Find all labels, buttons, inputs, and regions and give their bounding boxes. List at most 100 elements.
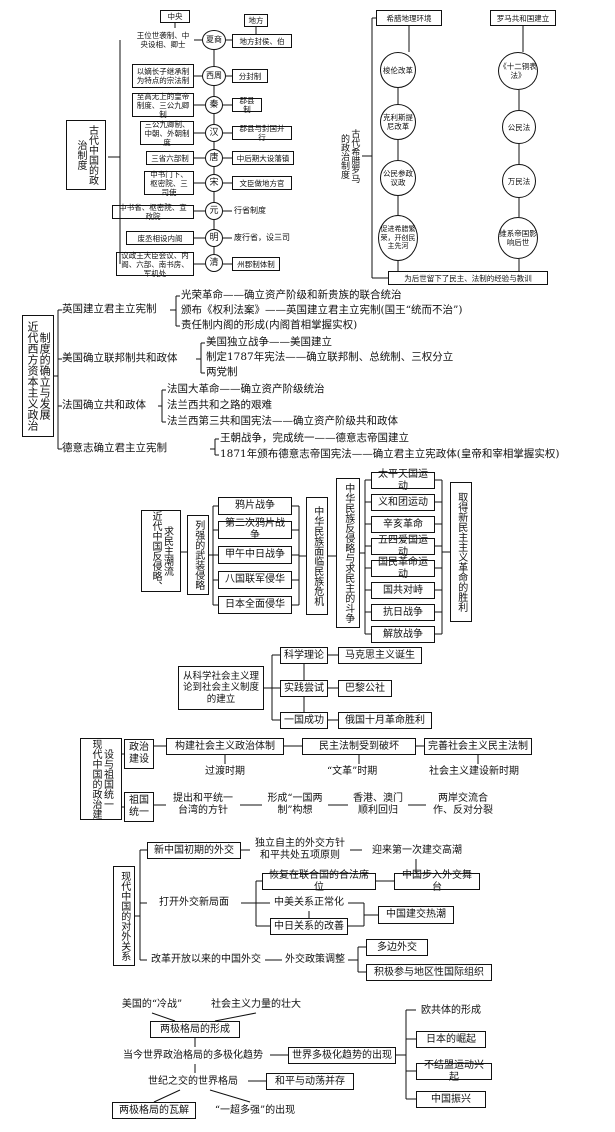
socialism-result: 巴黎公社 bbox=[338, 680, 392, 697]
unification-item: 香港、澳门顺利回归 bbox=[348, 790, 408, 820]
rise-item: 欧共体的形成 bbox=[416, 1002, 486, 1019]
foreign-item: 中美关系正常化 bbox=[270, 894, 348, 911]
dynasty-node: 宋 bbox=[205, 174, 223, 192]
struggle-label: 中华民族反侵略与求民主的斗争 bbox=[336, 478, 360, 628]
local-item: 行省制度 bbox=[234, 206, 266, 215]
foreign-period: 新中国初期的外交 bbox=[147, 842, 241, 859]
rise-item: 中国振兴 bbox=[416, 1091, 486, 1108]
western-title: 近代西方资本主义政治制度的确立与发展 bbox=[22, 315, 54, 437]
event-item: 义和团运动 bbox=[371, 494, 435, 511]
foreign-period: 改革开放以来的中国外交 bbox=[147, 951, 265, 968]
central-item: 废丞相设内阁 bbox=[126, 231, 194, 245]
row-label: 政治建设 bbox=[124, 739, 154, 769]
construction-item: 民主法制受到破坏 bbox=[302, 738, 416, 755]
foreign-item: 外交政策调整 bbox=[282, 951, 348, 968]
rome-step: 维系帝国影响后世 bbox=[498, 217, 538, 259]
world-node: 美国的“冷战” bbox=[114, 996, 190, 1013]
socialism-result: 俄国十月革命胜利 bbox=[338, 712, 432, 729]
revolution-result: 取得新民主主义革命的胜利 bbox=[450, 482, 472, 622]
central-item: 议政王大臣会议、内阁、六部、南书房、军机处 bbox=[116, 251, 194, 278]
foreign-item: 恢复在联合国的合法席位 bbox=[262, 870, 376, 893]
central-item: 至高无上的皇帝制度、三公九卿制 bbox=[132, 92, 194, 119]
construction-item: 构建社会主义政治体制 bbox=[166, 738, 284, 755]
construction-title: 现代中国的政治建设与祖国统一 bbox=[80, 738, 122, 820]
foreign-item: 中日关系的改善 bbox=[270, 918, 348, 935]
greece-step: 公民参政议政 bbox=[380, 160, 416, 196]
local-item: 郡县制 bbox=[232, 96, 262, 114]
ancient-china-title: 古代中国的政治制度 bbox=[66, 120, 106, 190]
world-node: 世纪之交的世界格局 bbox=[138, 1073, 248, 1090]
socialism-stage: 科学理论 bbox=[280, 647, 328, 664]
war-item: 日本全面侵华 bbox=[218, 596, 292, 614]
group-label: 英国建立君主立宪制 bbox=[62, 303, 157, 315]
rome-step: 万民法 bbox=[502, 164, 536, 198]
group-item: 美国独立战争——美国建立 bbox=[206, 336, 332, 348]
greece-head: 希腊地理环境 bbox=[376, 10, 442, 26]
rome-step: 《十二铜表法》 bbox=[498, 52, 538, 90]
local-item: 文臣做地方官 bbox=[232, 176, 292, 190]
foreign-item: 积极参与地区性国际组织 bbox=[366, 964, 492, 981]
war-item: 八国联军侵华 bbox=[218, 571, 292, 589]
dynasty-node: 汉 bbox=[205, 124, 223, 142]
socialism-stage: 一国成功 bbox=[280, 712, 328, 729]
world-node: “一超多强”的出现 bbox=[206, 1102, 304, 1119]
world-node: 当今世界政治格局的多极化趋势 bbox=[116, 1047, 270, 1064]
foreign-period: 打开外交新局面 bbox=[147, 894, 241, 911]
foreign-item: 多边外交 bbox=[366, 939, 428, 956]
event-item: 五四爱国运动 bbox=[371, 535, 435, 558]
central-item: 三省六部制 bbox=[146, 151, 194, 165]
greece-step: 促进希腊繁荣，开创民主先河 bbox=[378, 215, 418, 261]
foreign-item: 独立自主的外交方针和平共处五项原则 bbox=[250, 836, 350, 864]
event-item: 抗日战争 bbox=[371, 604, 435, 621]
group-item: 法兰西共和之路的艰难 bbox=[167, 399, 272, 411]
greece-rome-bottom: 为后世留下了民主、法制的经验与教训 bbox=[388, 271, 548, 285]
crisis-label: 中华民族面临民族危机 bbox=[306, 497, 328, 615]
group-item: 王朝战争，完成统一——德意志帝国建立 bbox=[220, 432, 409, 444]
group-label: 德意志确立君主立宪制 bbox=[62, 442, 167, 454]
invasion-label: 列强的武装侵略 bbox=[187, 515, 209, 595]
group-item: 光荣革命——确立资产阶级和新贵族的联合统治 bbox=[181, 289, 402, 301]
period-label: “文革”时期 bbox=[327, 766, 378, 777]
foreign-item: 中国步入外交舞台 bbox=[394, 870, 480, 893]
world-node: 社会主义力量的壮大 bbox=[206, 996, 306, 1013]
central-item: 中书省、枢密院、宣政院 bbox=[112, 203, 194, 221]
unification-item: 形成“一国两制”构想 bbox=[262, 790, 328, 820]
foreign-title: 现代中国的对外关系 bbox=[113, 866, 135, 966]
local-item: 分封制 bbox=[232, 69, 268, 83]
event-item: 太平天国运动 bbox=[371, 469, 435, 492]
group-item: 1871年颁布德意志帝国宪法——确立君主立宪政体(皇帝和宰相掌握实权) bbox=[220, 448, 560, 460]
unification-item: 两岸交流合作、反对分裂 bbox=[426, 790, 500, 820]
local-item: 废行省，设三司 bbox=[234, 233, 290, 242]
foreign-item: 中国建交热潮 bbox=[378, 906, 454, 924]
group-item: 颁布《权利法案》——英国建立君主立宪制(国王“统而不治”) bbox=[181, 304, 463, 316]
event-item: 国民革命运动 bbox=[371, 557, 435, 580]
greece-step: 克利斯提尼改革 bbox=[380, 104, 416, 140]
central-item: 以嫡长子继承制为特点的宗法制 bbox=[132, 64, 194, 88]
group-item: 两党制 bbox=[206, 366, 238, 378]
period-label: 过渡时期 bbox=[205, 766, 245, 777]
dynasty-node: 秦 bbox=[205, 96, 223, 114]
event-item: 解放战争 bbox=[371, 626, 435, 643]
greece-rome-title: 古代希腊罗马的政治制度 bbox=[336, 125, 362, 187]
central-item: 三公九卿制、中朝、外朝制度 bbox=[140, 120, 194, 147]
world-node: 世界多极化趋势的出现 bbox=[288, 1047, 396, 1064]
dynasty-node: 唐 bbox=[205, 149, 223, 167]
group-item: 法国大革命——确立资产阶级统治 bbox=[167, 383, 325, 395]
local-item: 中后期大设藩镇 bbox=[232, 151, 294, 165]
group-label: 美国确立联邦制共和政体 bbox=[62, 352, 178, 364]
world-node: 和平与动荡并存 bbox=[266, 1073, 354, 1090]
world-node: 两极格局的形成 bbox=[150, 1021, 240, 1038]
group-item: 法兰西第三共和国宪法——确立资产阶级共和政体 bbox=[167, 415, 398, 427]
greece-step: 梭伦改革 bbox=[380, 52, 416, 88]
foreign-item: 迎来第一次建交高潮 bbox=[362, 842, 472, 859]
period-label: 社会主义建设新时期 bbox=[429, 766, 519, 777]
unification-item: 提出和平统一台湾的方针 bbox=[166, 790, 240, 820]
war-item: 第二次鸦片战争 bbox=[218, 518, 292, 541]
world-node: 两极格局的瓦解 bbox=[112, 1102, 196, 1119]
dynasty-node: 夏商 bbox=[202, 30, 226, 50]
dynasty-node: 元 bbox=[205, 202, 223, 220]
central-header: 中央 bbox=[160, 10, 190, 23]
war-item: 鸦片战争 bbox=[218, 497, 292, 515]
socialism-stage: 实践尝试 bbox=[280, 680, 328, 697]
group-item: 责任制内阁的形成(内阁首相掌握实权) bbox=[181, 319, 358, 331]
